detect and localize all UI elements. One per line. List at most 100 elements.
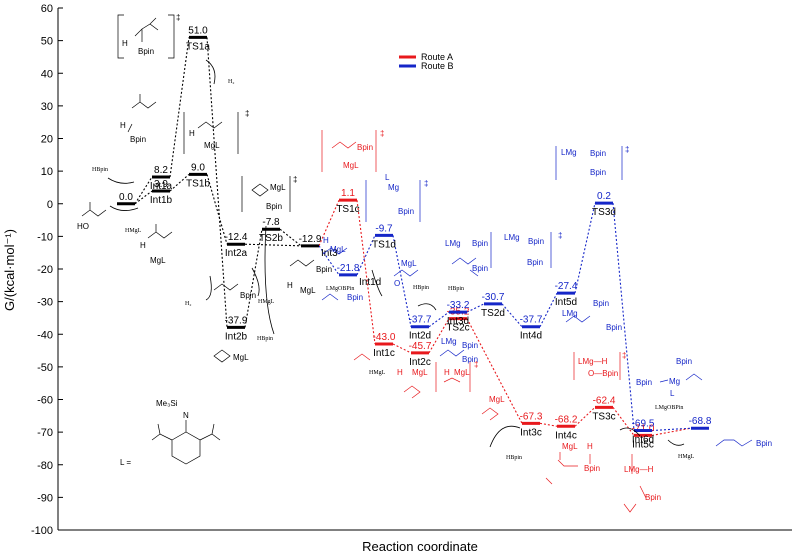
y-tick-label: -20 (37, 264, 53, 276)
y-tick-label: -70 (37, 427, 53, 439)
reagent-label: H₂ (228, 79, 234, 85)
y-axis: 6050403020100-10-20-30-40-50-60-70-80-90… (31, 3, 63, 537)
svg-text:H: H (189, 129, 195, 138)
reagent-label: H₂ (185, 301, 191, 307)
svg-text:‡: ‡ (622, 351, 626, 360)
svg-text:‡: ‡ (625, 145, 629, 154)
svg-text:Bpin: Bpin (462, 355, 478, 364)
svg-text:MgL: MgL (343, 161, 359, 170)
svg-text:Bpin: Bpin (590, 168, 606, 177)
svg-text:‡: ‡ (293, 175, 297, 184)
y-tick-label: 40 (41, 68, 53, 80)
int3c-structure-icon: MgL (481, 395, 505, 421)
connection-line-int1c-int2c (392, 343, 412, 354)
ts3c-structure-icon: LMg—H O—Bpin ‡ (573, 351, 626, 380)
svg-text:Mg: Mg (669, 377, 680, 386)
int1c-structure-icon (353, 353, 371, 361)
connection-line-int3-int1d (318, 245, 340, 276)
connection-line-int6d-end (651, 427, 692, 432)
reagent-label: HBpin (413, 285, 429, 291)
connection-line-int1b-ts1b (169, 173, 190, 192)
y-tick-label: -80 (37, 460, 53, 472)
connection-line-int5c-end (651, 427, 692, 436)
reagent-label: HBpin (92, 167, 108, 173)
connection-line-ts2b-int3 (279, 228, 302, 247)
svg-text:LMg—H: LMg—H (624, 465, 654, 474)
y-tick-label: 30 (41, 101, 53, 113)
svg-text:H: H (397, 368, 403, 377)
int2c-structure-icon: H MgL (397, 368, 428, 399)
state-name-int1d: Int1d (359, 277, 381, 288)
state-name-ts1d: TS1d (372, 239, 396, 250)
svg-text:Bpin: Bpin (357, 143, 373, 152)
y-tick-label: 20 (41, 134, 53, 146)
energy-value-s0: 0.0 (119, 192, 133, 203)
svg-text:Bpin: Bpin (347, 293, 363, 302)
y-tick-label: 60 (41, 3, 53, 15)
svg-text:O—Bpin: O—Bpin (588, 369, 618, 378)
int1a-structure-icon: H Bpin (120, 94, 157, 144)
energy-value-int3d: -33.2 (447, 300, 470, 311)
reactant-structure-icon: HO (77, 202, 107, 231)
ts1d-structure-icon: L Mg Bpin ‡ (365, 173, 428, 222)
connection-line-ts3c-int5c (612, 407, 635, 436)
svg-text:Bpin: Bpin (676, 357, 692, 366)
svg-text:‡: ‡ (245, 109, 249, 118)
energy-value-int2a: -12.4 (225, 232, 248, 243)
y-tick-label: -30 (37, 297, 53, 309)
svg-text:Bpin: Bpin (462, 341, 478, 350)
energy-levels: 0.08.2Int1a3.9Int1b51.0TS1a9.0TS1b-12.4I… (117, 25, 712, 450)
svg-text:Bpin: Bpin (138, 47, 154, 56)
svg-text:O: O (394, 279, 400, 288)
svg-text:‡: ‡ (424, 179, 428, 188)
energy-value-int1a: 8.2 (154, 165, 168, 176)
svg-text:Bpin: Bpin (645, 493, 661, 502)
reagent-arrows (107, 59, 685, 448)
ts3d-structure-icon: LMg Bpin Bpin ‡ (555, 145, 629, 180)
y-tick-label: 50 (41, 36, 53, 48)
svg-text:MgL: MgL (300, 286, 316, 295)
energy-value-int5c: -71.0 (632, 423, 655, 434)
int6d-structure-icon: Bpin Bpin Mg L (636, 357, 703, 398)
connection-line-int1d-ts1d (356, 235, 376, 276)
energy-value-ts3c: -62.4 (593, 395, 616, 406)
legend-route-a-label: Route A (421, 52, 453, 62)
state-name-int4c: Int4c (555, 430, 577, 441)
int2d-structure-icon: MgL O (393, 259, 419, 288)
svg-text:N: N (183, 411, 189, 420)
int5d-structure-icon: LMg Bpin Bpin (562, 299, 622, 332)
state-name-int1c: Int1c (373, 348, 395, 359)
int5c-structure-icon: LMg—H Bpin (623, 454, 661, 513)
svg-text:Bpin: Bpin (266, 202, 282, 211)
legend: Route A Route B (399, 52, 454, 71)
svg-text:H: H (120, 121, 126, 130)
energy-value-int4d: -37.7 (520, 315, 543, 326)
reagent-label: HMgL (125, 228, 142, 234)
svg-text:H: H (140, 241, 146, 250)
energy-value-int4c: -68.2 (555, 414, 578, 425)
svg-text:Bpin: Bpin (636, 378, 652, 387)
connection-line-int2b-ts2b (244, 229, 263, 328)
int1b-structure-icon: H MgL (140, 224, 173, 265)
ligand-structure-icon: L = Me₃Si N (120, 399, 221, 467)
int4d-structure-icon: LMg Bpin Bpin (439, 337, 478, 364)
energy-value-int5d: -27.4 (555, 281, 578, 292)
svg-text:Bpin: Bpin (606, 323, 622, 332)
connection-line-ts1b-int2a (206, 174, 228, 245)
state-name-int1a: Int1a (150, 181, 173, 192)
connection-line-ts1a-int2b (206, 37, 228, 328)
state-name-ts2d: TS2d (481, 308, 505, 319)
state-name-int5d: Int5d (555, 297, 577, 308)
connection-line-ts3d-int6d (612, 203, 635, 431)
svg-text:L =: L = (120, 458, 131, 467)
svg-text:MgL: MgL (233, 353, 249, 362)
energy-value-int3: -12.9 (299, 234, 322, 245)
svg-text:LMg: LMg (441, 337, 457, 346)
y-tick-label: -90 (37, 492, 53, 504)
molecular-structures: H Bpin ‡ H Bpin H MgL ‡ MgL Bpin ‡ HO (77, 13, 772, 513)
connection-line-int2c-ts2c (428, 318, 450, 354)
y-tick-label: -60 (37, 395, 53, 407)
energy-value-int2b: -37.9 (225, 315, 248, 326)
energy-value-ts1a: 51.0 (188, 25, 208, 36)
legend-route-b-label: Route B (421, 61, 454, 71)
